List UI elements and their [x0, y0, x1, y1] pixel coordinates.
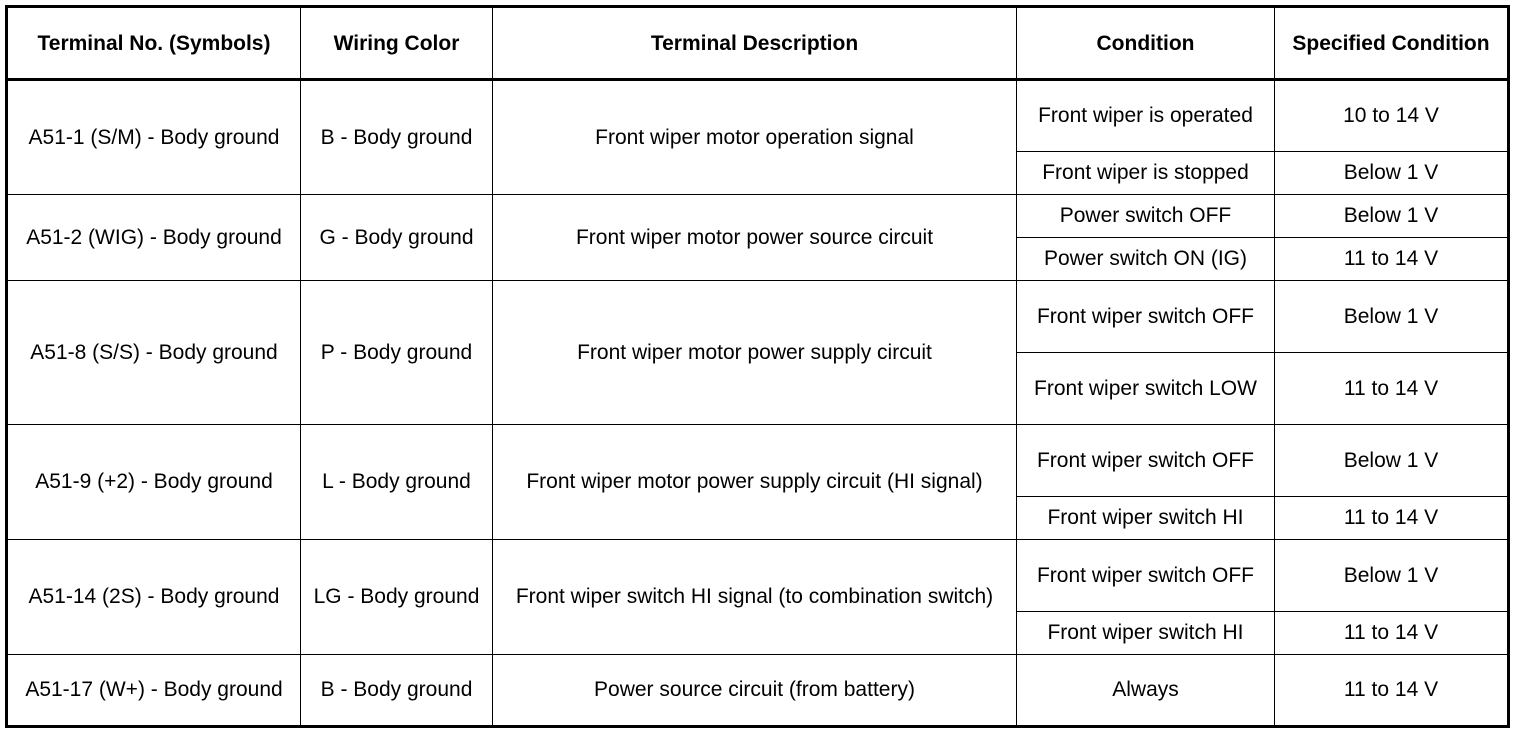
wiring-color-cell: G - Body ground: [300, 194, 493, 281]
wiring-color-cell: B - Body ground: [300, 654, 493, 727]
terminal-cell: A51-2 (WIG) - Body ground: [6, 194, 301, 281]
specified-condition-cell: 11 to 14 V: [1274, 654, 1509, 727]
condition-cell: Front wiper switch HI: [1016, 496, 1275, 540]
wiring-color-cell: LG - Body ground: [300, 539, 493, 655]
table-header-row: Terminal No. (Symbols) Wiring Color Term…: [6, 6, 1509, 80]
table-row: A51-17 (W+) - Body ground B - Body groun…: [6, 654, 1509, 727]
header-terminal-description: Terminal Description: [492, 6, 1017, 80]
table-row: Power switch ON (IG) 11 to 14 V: [7, 237, 1509, 281]
terminal-description-cell: Front wiper motor operation signal: [492, 79, 1017, 195]
wiring-color-cell: L - Body ground: [300, 424, 493, 540]
condition-cell: Front wiper switch LOW: [1016, 352, 1275, 425]
specified-condition-cell: 11 to 14 V: [1274, 496, 1509, 540]
terminal-cell: A51-8 (S/S) - Body ground: [6, 280, 301, 425]
condition-cell: Front wiper is operated: [1016, 79, 1275, 152]
condition-cell: Front wiper switch OFF: [1016, 539, 1275, 612]
specified-condition-cell: 10 to 14 V: [1274, 79, 1509, 152]
header-condition: Condition: [1016, 6, 1275, 80]
specified-condition-cell: Below 1 V: [1274, 280, 1509, 353]
terminal-cell: A51-1 (S/M) - Body ground: [6, 79, 301, 195]
specified-condition-cell: Below 1 V: [1274, 424, 1509, 497]
specified-condition-cell: 11 to 14 V: [1274, 237, 1509, 281]
header-specified-condition: Specified Condition: [1274, 6, 1509, 80]
table-row: Front wiper switch HI 11 to 14 V: [7, 496, 1509, 540]
specified-condition-cell: Below 1 V: [1274, 194, 1509, 238]
table-row: A51-1 (S/M) - Body ground B - Body groun…: [6, 79, 1509, 195]
specified-condition-cell: Below 1 V: [1274, 539, 1509, 612]
terminal-description-cell: Front wiper motor power source circuit: [492, 194, 1017, 281]
condition-cell: Power switch ON (IG): [1016, 237, 1275, 281]
terminal-inspection-table: Terminal No. (Symbols) Wiring Color Term…: [5, 5, 1510, 728]
condition-cell: Front wiper switch OFF: [1016, 424, 1275, 497]
terminal-cell: A51-14 (2S) - Body ground: [6, 539, 301, 655]
table-row: Front wiper switch LOW 11 to 14 V: [7, 352, 1509, 425]
specified-condition-cell: 11 to 14 V: [1274, 352, 1509, 425]
terminal-cell: A51-9 (+2) - Body ground: [6, 424, 301, 540]
condition-cell: Front wiper is stopped: [1016, 151, 1275, 195]
condition-cell: Front wiper switch OFF: [1016, 280, 1275, 353]
table-row: Front wiper is stopped Below 1 V: [7, 151, 1509, 195]
table-row: A51-14 (2S) - Body ground LG - Body grou…: [6, 539, 1509, 655]
terminal-description-cell: Power source circuit (from battery): [492, 654, 1017, 727]
terminal-description-cell: Front wiper motor power supply circuit (…: [492, 424, 1017, 540]
condition-cell: Power switch OFF: [1016, 194, 1275, 238]
table-row: A51-8 (S/S) - Body ground P - Body groun…: [6, 280, 1509, 425]
header-wiring-color: Wiring Color: [300, 6, 493, 80]
specified-condition-cell: 11 to 14 V: [1274, 611, 1509, 655]
table-row: Front wiper switch HI 11 to 14 V: [7, 611, 1509, 655]
terminal-description-cell: Front wiper motor power supply circuit: [492, 280, 1017, 425]
condition-cell: Front wiper switch HI: [1016, 611, 1275, 655]
condition-cell: Always: [1016, 654, 1275, 727]
header-terminal: Terminal No. (Symbols): [6, 6, 301, 80]
terminal-cell: A51-17 (W+) - Body ground: [6, 654, 301, 727]
table-row: A51-9 (+2) - Body ground L - Body ground…: [6, 424, 1509, 540]
wiring-color-cell: B - Body ground: [300, 79, 493, 195]
wiring-color-cell: P - Body ground: [300, 280, 493, 425]
table-row: A51-2 (WIG) - Body ground G - Body groun…: [6, 194, 1509, 281]
terminal-description-cell: Front wiper switch HI signal (to combina…: [492, 539, 1017, 655]
specified-condition-cell: Below 1 V: [1274, 151, 1509, 195]
